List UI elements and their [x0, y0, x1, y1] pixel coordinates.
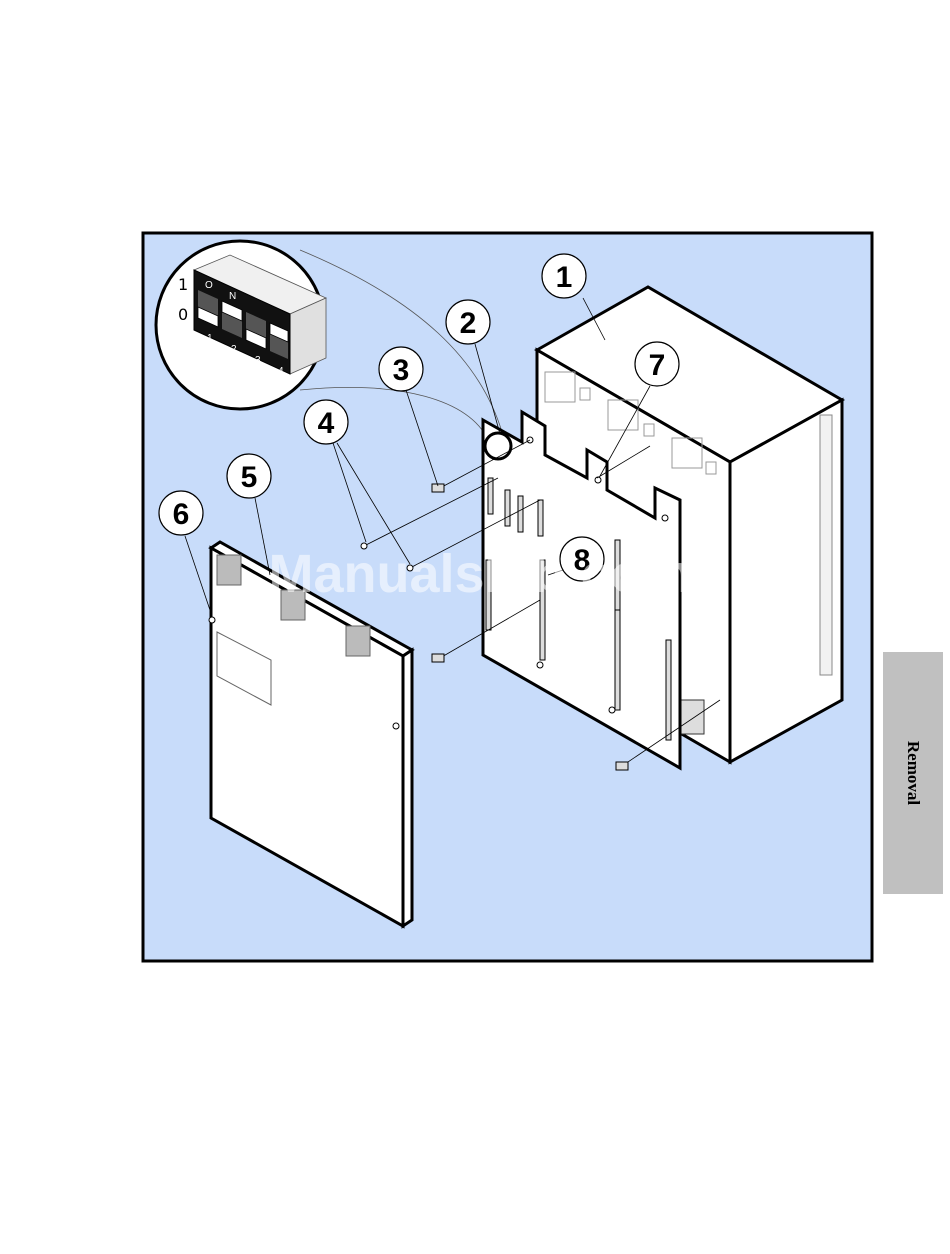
callout-6: 6	[159, 491, 203, 535]
section-side-tab-label: Removal	[883, 652, 943, 894]
callout-2: 2	[446, 300, 490, 344]
callout-number: 7	[649, 349, 666, 382]
dip-position-4: 4	[278, 366, 284, 377]
callout-5: 5	[227, 454, 271, 498]
dip-switch-inset: O N 1 0 1 2 3 4	[156, 241, 326, 409]
callout-number: 6	[173, 498, 190, 531]
callout-number: 1	[556, 261, 573, 294]
dip-position-1: 1	[207, 333, 213, 344]
callout-number: 3	[393, 354, 410, 387]
dip-position-2: 2	[231, 344, 237, 355]
dip-label-o: O	[205, 280, 213, 291]
callout-3: 3	[379, 347, 423, 391]
callout-number: 2	[460, 307, 477, 340]
dip-side-label-bottom: 0	[178, 305, 188, 324]
dip-label-n: N	[229, 291, 236, 302]
dip-side-label-top: 1	[178, 275, 188, 294]
callout-1: 1	[542, 254, 586, 298]
section-side-tab: Removal	[883, 652, 943, 894]
callout-number: 5	[241, 461, 258, 494]
callout-7: 7	[635, 342, 679, 386]
callout-number: 4	[318, 407, 335, 440]
watermark-text: ManualsLib.com	[268, 544, 691, 604]
dip-position-3: 3	[255, 355, 261, 366]
callout-4: 4	[304, 400, 348, 444]
